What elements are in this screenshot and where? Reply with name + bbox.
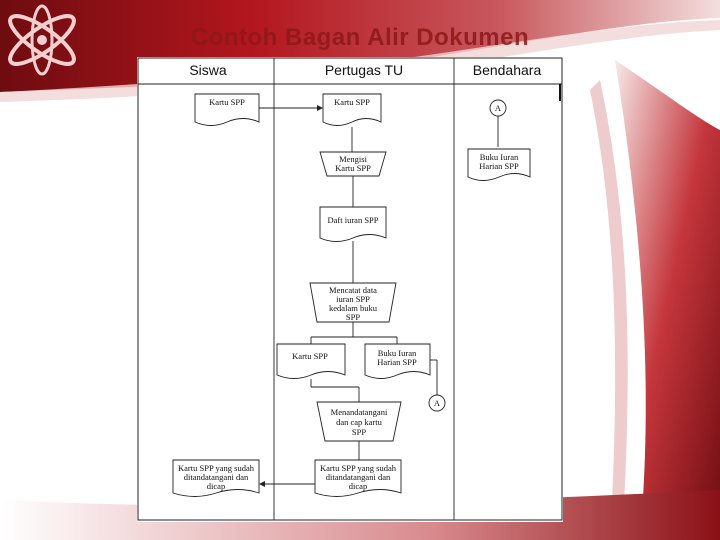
process-label: kedalam buku: [329, 303, 378, 313]
process-label: SPP: [346, 312, 360, 322]
document-kartu-spp-tu-2: [276, 343, 346, 379]
column-header-siswa: Siswa: [189, 62, 227, 78]
document-label: dicap: [207, 481, 225, 491]
arrow-head: [317, 105, 323, 111]
document-label: Kartu SPP yang sudah: [320, 463, 397, 473]
process-menandatangani: [316, 401, 402, 442]
process-mencatat: [309, 282, 397, 323]
atom-logo-icon: [8, 4, 76, 76]
connector-label: A: [495, 103, 502, 113]
process-label: Mengisi: [339, 154, 368, 164]
document-label: Kartu SPP: [209, 97, 245, 107]
arrow-head: [259, 481, 265, 487]
document-buku-iuran-bendahara: [467, 148, 531, 181]
document-label: ditandatangani dan: [326, 472, 391, 482]
document-label: Harian SPP: [377, 357, 417, 367]
document-label: Buku Iuran: [378, 348, 417, 358]
process-label: Mencatat data: [329, 285, 377, 295]
document-label: dicap: [349, 481, 367, 491]
process-mengisi-kartu: [319, 151, 387, 177]
right-swoosh: [615, 60, 720, 540]
document-label: Kartu SPP: [334, 97, 370, 107]
right-swoosh-highlight: [590, 80, 628, 540]
connector-a-tu: [428, 394, 446, 412]
process-label: iuran SPP: [336, 294, 370, 304]
document-label: Kartu SPP: [292, 351, 328, 361]
document-label: Harian SPP: [479, 161, 519, 171]
process-label: dan cap kartu: [336, 417, 383, 427]
document-label: ditandatangani dan: [184, 472, 249, 482]
document-kartu-final-siswa: [172, 459, 260, 497]
document-label: Buku Iuran: [480, 152, 519, 162]
column-header-petugas-tu: Pertugas TU: [325, 62, 403, 78]
document-flowchart: Siswa Pertugas TU Bendahara Kartu SPP Ka…: [137, 57, 563, 521]
slide-title: Contoh Bagan Alir Dokumen: [190, 24, 530, 51]
flowchart-panel: Siswa Pertugas TU Bendahara Kartu SPP Ka…: [137, 57, 563, 522]
document-kartu-final-tu: [314, 459, 402, 497]
document-daftar-iuran: [319, 206, 387, 242]
document-kartu-spp-siswa: [194, 93, 260, 126]
process-label: Menandatangani: [331, 407, 388, 417]
connector-label: A: [434, 398, 441, 408]
column-header-bendahara: Bendahara: [473, 62, 542, 78]
document-buku-iuran-tu: [364, 343, 431, 379]
process-label: SPP: [352, 427, 366, 437]
document-kartu-spp-tu: [322, 93, 382, 126]
process-label: Kartu SPP: [335, 163, 371, 173]
document-label: Daft iuran SPP: [328, 215, 379, 225]
document-label: Kartu SPP yang sudah: [178, 463, 255, 473]
